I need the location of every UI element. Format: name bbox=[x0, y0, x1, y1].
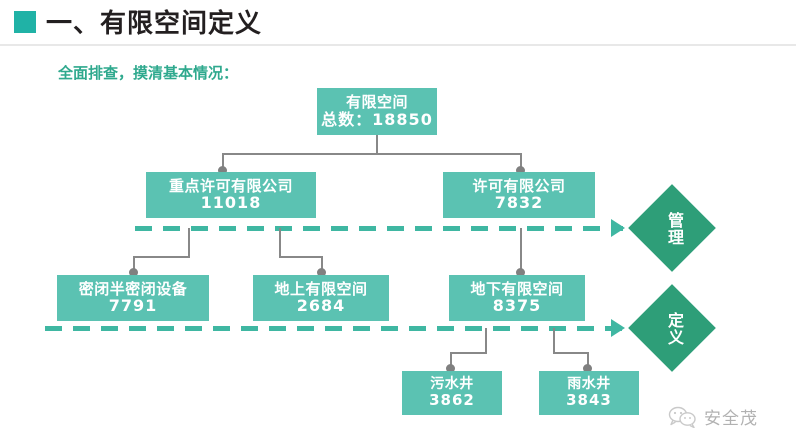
node-sewage-well-value: 3862 bbox=[429, 391, 475, 410]
node-under-ground-space-value: 8375 bbox=[492, 296, 542, 316]
connector-dot-licensed bbox=[516, 166, 525, 175]
node-above-ground-space-value: 2684 bbox=[296, 296, 346, 316]
connector-dot-sealed bbox=[129, 268, 138, 277]
connector-drop-licensed bbox=[520, 153, 522, 170]
connector-stem-d bbox=[553, 328, 555, 353]
dashed-flow-management-arrow bbox=[611, 219, 625, 237]
node-rain-well[interactable]: 雨水井 3843 bbox=[539, 371, 639, 415]
connector-h-c bbox=[450, 352, 487, 354]
dashed-flow-definition bbox=[45, 326, 623, 331]
connector-drop-under-ground bbox=[520, 228, 522, 272]
connector-dot-rain-well bbox=[583, 364, 592, 373]
connector-h-a bbox=[133, 256, 190, 258]
node-rain-well-label: 雨水井 bbox=[567, 375, 611, 392]
node-licensed-company[interactable]: 许可有限公司 7832 bbox=[443, 172, 595, 218]
diamond-definition-label: 定义 bbox=[665, 312, 684, 346]
node-sealed-equipment-value: 7791 bbox=[108, 296, 158, 316]
node-under-ground-space-label: 地下有限空间 bbox=[470, 279, 564, 298]
connector-dot-above-ground bbox=[317, 268, 326, 277]
subtitle-text: 全面排查，摸清基本情况： bbox=[58, 64, 239, 82]
wechat-icon bbox=[668, 406, 696, 428]
connector-dot-sewage-well bbox=[446, 364, 455, 373]
connector-drop-sewage-well bbox=[450, 352, 452, 367]
node-licensed-company-label: 许可有限公司 bbox=[472, 176, 566, 195]
node-key-licensed-company-value: 11018 bbox=[200, 193, 262, 213]
node-above-ground-space-label: 地上有限空间 bbox=[274, 279, 368, 298]
watermark: 安全茂 bbox=[668, 404, 758, 429]
node-confined-space-total[interactable]: 有限空间 总数：18850 bbox=[317, 88, 437, 135]
connector-dot-key-licensed bbox=[218, 166, 227, 175]
connector-drop-sealed bbox=[133, 256, 135, 272]
node-confined-space-total-label: 有限空间 bbox=[345, 93, 408, 112]
node-above-ground-space[interactable]: 地上有限空间 2684 bbox=[253, 275, 389, 321]
node-key-licensed-company[interactable]: 重点许可有限公司 11018 bbox=[146, 172, 316, 218]
connector-stem-a bbox=[188, 228, 190, 257]
connector-h-b bbox=[279, 256, 323, 258]
connector-drop-rain-well bbox=[587, 352, 589, 367]
node-rain-well-value: 3843 bbox=[566, 391, 612, 410]
node-sewage-well-label: 污水井 bbox=[430, 375, 474, 392]
node-under-ground-space[interactable]: 地下有限空间 8375 bbox=[449, 275, 585, 321]
connector-dot-under-ground bbox=[516, 268, 525, 277]
watermark-text: 安全茂 bbox=[704, 409, 758, 429]
connector-stem-b bbox=[279, 228, 281, 257]
dashed-flow-definition-arrow bbox=[611, 319, 625, 337]
page-title: 一、有限空间定义 bbox=[46, 9, 263, 39]
node-key-licensed-company-label: 重点许可有限公司 bbox=[168, 176, 293, 195]
header-bullet-square bbox=[14, 11, 36, 33]
connector-root-to-right bbox=[376, 153, 521, 155]
connector-h-d bbox=[553, 352, 589, 354]
connector-stem-c bbox=[485, 328, 487, 353]
header-divider bbox=[0, 44, 796, 46]
diamond-management-label: 管理 bbox=[665, 212, 684, 246]
dashed-flow-management bbox=[135, 226, 623, 231]
connector-root-to-left bbox=[223, 153, 378, 155]
node-licensed-company-value: 7832 bbox=[494, 193, 544, 213]
connector-drop-key-licensed bbox=[222, 153, 224, 170]
connector-root-stem bbox=[376, 135, 378, 155]
node-sealed-equipment[interactable]: 密闭半密闭设备 7791 bbox=[57, 275, 209, 321]
node-sealed-equipment-label: 密闭半密闭设备 bbox=[78, 279, 188, 298]
node-sewage-well[interactable]: 污水井 3862 bbox=[402, 371, 502, 415]
connector-drop-above-ground bbox=[321, 256, 323, 272]
node-confined-space-total-value: 总数：18850 bbox=[321, 109, 433, 129]
